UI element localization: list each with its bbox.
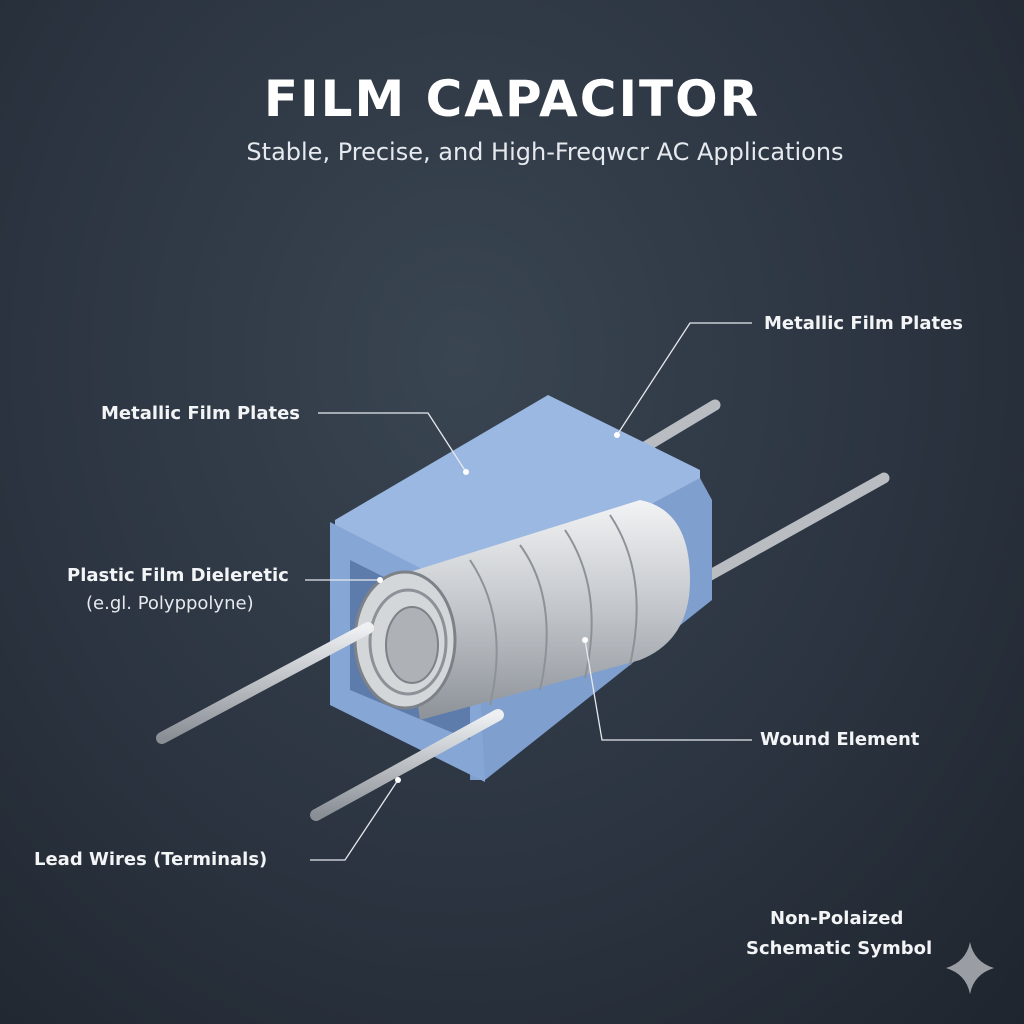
callout-line-metallic-left <box>318 412 467 473</box>
label-dielectric: Plastic Film Dieleretic <box>67 565 289 586</box>
label-lead-wires: Lead Wires (Terminals) <box>34 849 268 870</box>
callout-line-wound <box>584 639 752 741</box>
callout-dot <box>463 469 469 475</box>
callout-line-leads <box>310 779 399 861</box>
page-title: FILM CAPACITOR <box>263 70 761 128</box>
callout-dot <box>582 637 588 643</box>
roll-core <box>385 606 439 684</box>
lead-wire-back-right <box>699 472 890 584</box>
roll-end-ring <box>368 588 448 696</box>
label-metallic-film-right: Metallic Film Plates <box>764 313 964 334</box>
label-wound-element: Wound Element <box>760 729 920 750</box>
label-symbol-line1: Non-Polaized <box>770 908 904 929</box>
label-metallic-film-left: Metallic Film Plates <box>101 403 301 424</box>
lead-wire-back-top <box>634 399 721 456</box>
lead-wire-front-left <box>156 622 374 744</box>
label-symbol-line2: Schematic Symbol <box>746 938 933 959</box>
winding-seams <box>469 514 638 706</box>
callout-line-metallic-right <box>616 322 752 436</box>
page-subtitle: Stable, Precise, and High-Freqwcr AC App… <box>246 138 844 166</box>
label-dielectric-note: (e.gl. Polyppolyne) <box>86 593 254 614</box>
lead-wire-front-bottom <box>310 709 504 821</box>
callout-dot <box>377 577 383 583</box>
sparkle-icon <box>946 942 994 994</box>
callout-dot <box>395 777 401 783</box>
callout-dot <box>614 432 620 438</box>
case-top-face <box>335 395 700 598</box>
